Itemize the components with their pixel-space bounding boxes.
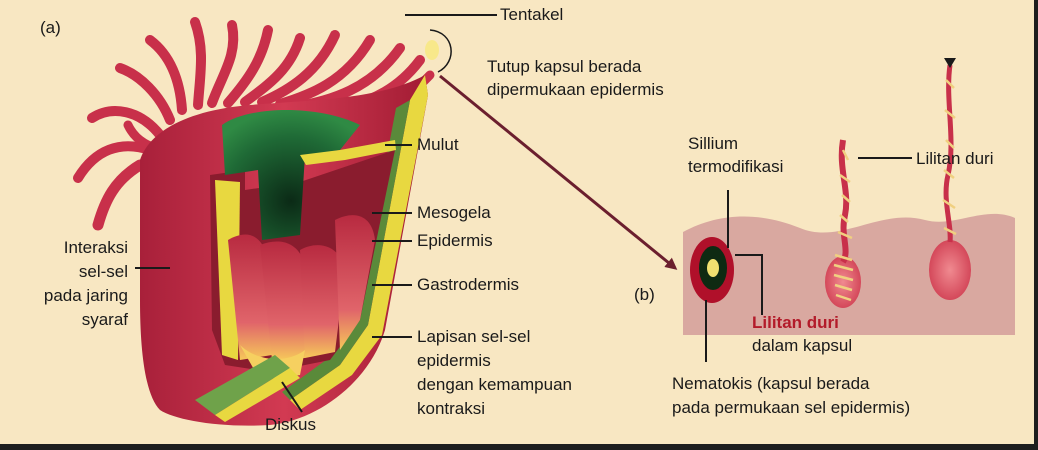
panel-a-label: (a) [40, 18, 61, 37]
leader-lines-b [705, 157, 912, 362]
label-lapisan-4: kontraksi [417, 399, 486, 418]
label-nematokis-2: pada permukaan sel epidermis) [672, 398, 911, 417]
callout-arrow [439, 74, 678, 270]
label-lilitan-duri: Lilitan duri [916, 149, 994, 168]
label-tutup-kapsul-2: dipermukaan epidermis [487, 80, 664, 99]
mesoglea-layer [290, 75, 428, 410]
pedal-disc [195, 355, 290, 415]
label-epidermis: Epidermis [417, 231, 493, 250]
label-interaksi-4: syaraf [81, 310, 128, 329]
cap-circle [429, 29, 452, 73]
panel-b-label: (b) [634, 285, 655, 304]
label-gastrodermis: Gastrodermis [417, 275, 520, 294]
label-nematokis-1: Nematokis (kapsul berada [672, 374, 870, 393]
label-interaksi-2: sel-sel [78, 262, 128, 281]
nematocyst-coiled [825, 139, 861, 308]
leader-lines-a [135, 14, 497, 413]
label-lapisan-1: Lapisan sel-sel [417, 327, 531, 346]
label-lilitan-kapsul-2: dalam kapsul [752, 336, 853, 355]
label-mulut: Mulut [417, 135, 459, 154]
label-lapisan-3: dengan kemampuan [417, 375, 573, 394]
label-mesogela: Mesogela [417, 203, 491, 222]
label-tutup-kapsul-1: Tutup kapsul berada [487, 57, 642, 76]
frame-edge-bottom [0, 444, 1038, 450]
label-interaksi-1: Interaksi [63, 238, 128, 257]
label-interaksi-3: pada jaring [43, 286, 128, 305]
label-diskus: Diskus [265, 415, 317, 434]
mouth-cavity [222, 110, 360, 240]
nematocyst-discharged [929, 58, 971, 300]
nematocyst-closed [690, 237, 734, 303]
label-lapisan-2: epidermis [417, 351, 491, 370]
label-tentakel: Tentakel [500, 5, 564, 24]
label-lilitan-kapsul-1: Lilitan duri [752, 313, 839, 332]
frame-edge-right [1034, 0, 1038, 450]
pharynx-yellow-edge [300, 140, 396, 165]
label-sillium-2: termodifikasi [688, 157, 784, 176]
cap-highlight [425, 40, 439, 60]
label-sillium-1: Sillium [688, 134, 739, 153]
